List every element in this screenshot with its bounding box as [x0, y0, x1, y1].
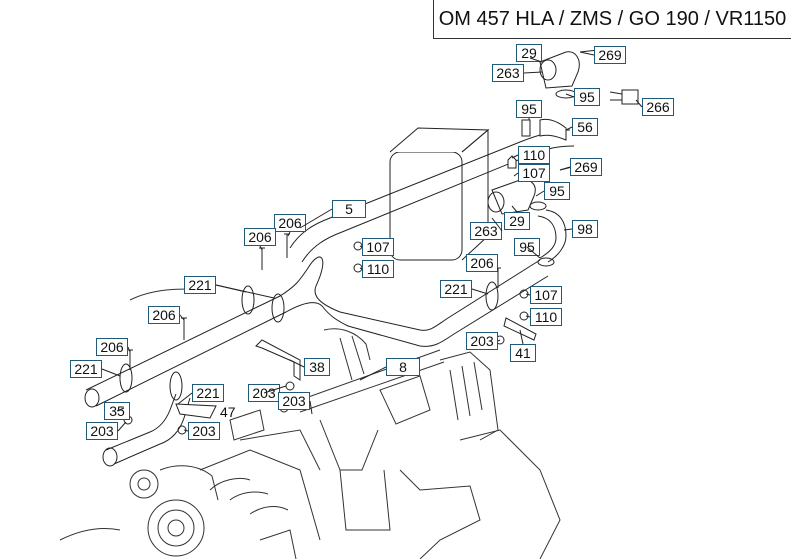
callout-35[interactable]: 35 [104, 402, 130, 420]
callout-56[interactable]: 56 [572, 118, 598, 136]
engine-block [59, 288, 561, 559]
callout-206[interactable]: 206 [274, 214, 306, 232]
callout-38[interactable]: 38 [304, 358, 330, 376]
lower-pipe [102, 393, 191, 467]
callout-221[interactable]: 221 [192, 384, 224, 402]
callout-263[interactable]: 263 [492, 64, 524, 82]
callout-95[interactable]: 95 [516, 100, 542, 118]
callout-221[interactable]: 221 [70, 360, 102, 378]
part-47-label: 47 [220, 404, 236, 420]
callout-107[interactable]: 107 [530, 286, 562, 304]
callout-266[interactable]: 266 [642, 98, 674, 116]
callout-5[interactable]: 5 [332, 200, 366, 218]
callout-29[interactable]: 29 [504, 212, 530, 230]
callout-203[interactable]: 203 [248, 384, 280, 402]
callout-206[interactable]: 206 [244, 228, 276, 246]
main-pipe [84, 256, 549, 408]
callout-206[interactable]: 206 [466, 254, 498, 272]
callout-29[interactable]: 29 [516, 44, 542, 62]
callout-41[interactable]: 41 [510, 344, 536, 362]
callout-95[interactable]: 95 [544, 182, 570, 200]
brackets [175, 317, 537, 419]
callout-206[interactable]: 206 [96, 338, 128, 356]
callout-221[interactable]: 221 [440, 280, 472, 298]
callout-263[interactable]: 263 [470, 222, 502, 240]
callout-95[interactable]: 95 [514, 238, 540, 256]
callout-8[interactable]: 8 [386, 358, 420, 376]
upper-thermostat-housing [521, 49, 639, 141]
callout-203[interactable]: 203 [466, 332, 498, 350]
callout-107[interactable]: 107 [518, 164, 550, 182]
callout-269[interactable]: 269 [570, 158, 602, 176]
callout-203[interactable]: 203 [278, 392, 310, 410]
expansion-tank [389, 127, 490, 261]
callout-221[interactable]: 221 [184, 276, 216, 294]
middle-thermostat-housing [487, 155, 577, 267]
callout-269[interactable]: 269 [594, 46, 626, 64]
callout-95[interactable]: 95 [574, 88, 600, 106]
callout-110[interactable]: 110 [518, 146, 550, 164]
pipe-clamps [119, 281, 499, 401]
page-title: OM 457 HLA / ZMS / GO 190 / VR1150 [433, 0, 791, 39]
callout-98[interactable]: 98 [572, 220, 598, 238]
callout-206[interactable]: 206 [148, 306, 180, 324]
callout-110[interactable]: 110 [362, 260, 394, 278]
callout-110[interactable]: 110 [530, 308, 562, 326]
callout-203[interactable]: 203 [86, 422, 118, 440]
callout-107[interactable]: 107 [362, 238, 394, 256]
callout-203[interactable]: 203 [188, 422, 220, 440]
